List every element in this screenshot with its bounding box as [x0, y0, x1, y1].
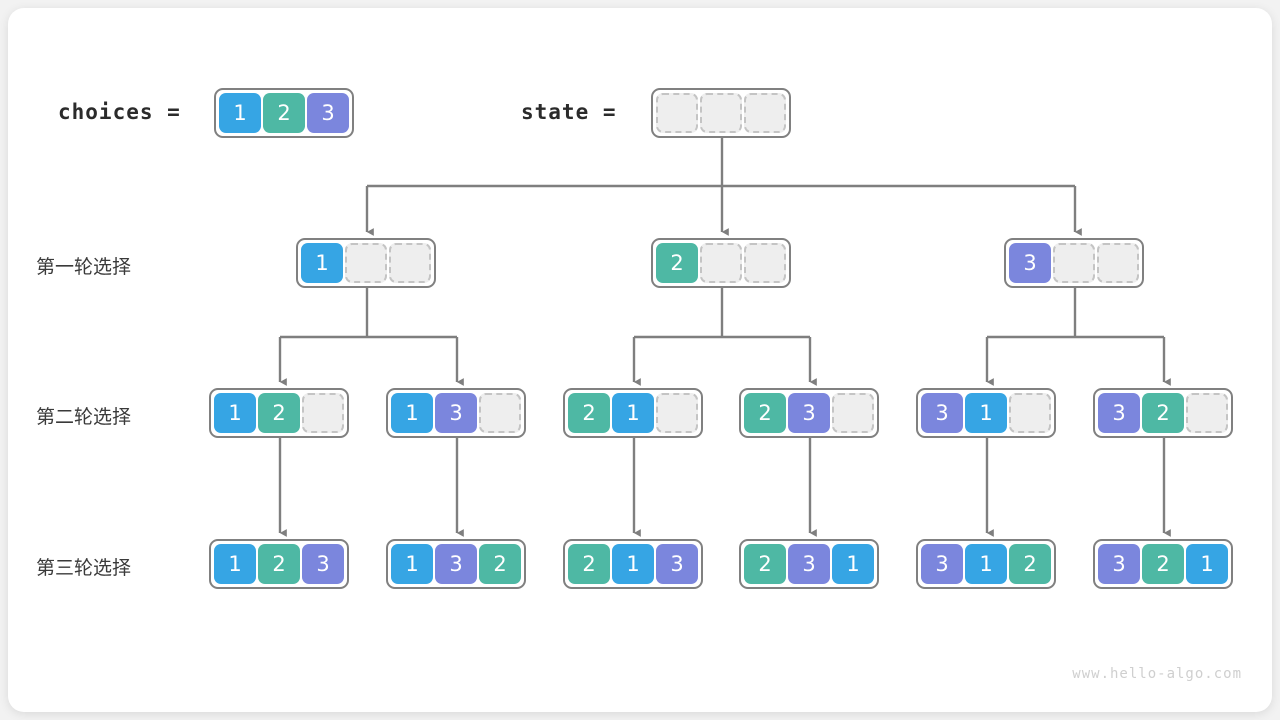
r1n3-cell-2: [1097, 243, 1139, 283]
r3n2-cell-2: 2: [479, 544, 521, 584]
state-cell-2: [744, 93, 786, 133]
state-cell-0: [656, 93, 698, 133]
choices-label: choices =: [58, 100, 181, 124]
r1n2-cell-2: [744, 243, 786, 283]
state-array: [651, 88, 791, 138]
r3n3-cell-0: 2: [568, 544, 610, 584]
watermark: www.hello-algo.com: [1072, 666, 1242, 682]
r2n5-cell-1: 1: [965, 393, 1007, 433]
r2n3-cell-0: 2: [568, 393, 610, 433]
row-label-round-2: 第二轮选择: [36, 406, 132, 428]
r3n1-cell-1: 2: [258, 544, 300, 584]
r2n1-cell-2: [302, 393, 344, 433]
choices-cell-0: 1: [219, 93, 261, 133]
row-label-round-3: 第三轮选择: [36, 557, 132, 579]
r2n1-cell-1: 2: [258, 393, 300, 433]
r3n3-cell-2: 3: [656, 544, 698, 584]
r2n2-cell-1: 3: [435, 393, 477, 433]
r3n6-cell-0: 3: [1098, 544, 1140, 584]
r2n2-cell-0: 1: [391, 393, 433, 433]
r3n5-cell-2: 2: [1009, 544, 1051, 584]
choices-cell-1: 2: [263, 93, 305, 133]
state-label: state =: [521, 100, 617, 124]
r1n1-cell-1: [345, 243, 387, 283]
r3n2-cell-0: 1: [391, 544, 433, 584]
r3n6-cell-1: 2: [1142, 544, 1184, 584]
r1n2-cell-1: [700, 243, 742, 283]
r2n2-cell-2: [479, 393, 521, 433]
tree-node-r1-n1: 1: [296, 238, 436, 288]
r3n1-cell-0: 1: [214, 544, 256, 584]
r3n2-cell-1: 3: [435, 544, 477, 584]
r3n4-cell-0: 2: [744, 544, 786, 584]
r2n1-cell-0: 1: [214, 393, 256, 433]
r1n3-cell-0: 3: [1009, 243, 1051, 283]
r1n1-cell-0: 1: [301, 243, 343, 283]
r3n3-cell-1: 1: [612, 544, 654, 584]
r3n1-cell-2: 3: [302, 544, 344, 584]
r3n6-cell-2: 1: [1186, 544, 1228, 584]
r2n6-cell-1: 2: [1142, 393, 1184, 433]
r2n3-cell-1: 1: [612, 393, 654, 433]
r1n3-cell-1: [1053, 243, 1095, 283]
r1n1-cell-2: [389, 243, 431, 283]
tree-node-r1-n2: 2: [651, 238, 791, 288]
choices-cell-2: 3: [307, 93, 349, 133]
r2n5-cell-2: [1009, 393, 1051, 433]
r3n5-cell-1: 1: [965, 544, 1007, 584]
state-cell-1: [700, 93, 742, 133]
r2n3-cell-2: [656, 393, 698, 433]
r2n6-cell-0: 3: [1098, 393, 1140, 433]
r2n4-cell-0: 2: [744, 393, 786, 433]
r2n6-cell-2: [1186, 393, 1228, 433]
r3n4-cell-2: 1: [832, 544, 874, 584]
r3n5-cell-0: 3: [921, 544, 963, 584]
r2n4-cell-1: 3: [788, 393, 830, 433]
r3n4-cell-1: 3: [788, 544, 830, 584]
r2n5-cell-0: 3: [921, 393, 963, 433]
r1n2-cell-0: 2: [656, 243, 698, 283]
r2n4-cell-2: [832, 393, 874, 433]
tree-node-r1-n3: 3: [1004, 238, 1144, 288]
row-label-round-1: 第一轮选择: [36, 256, 132, 278]
